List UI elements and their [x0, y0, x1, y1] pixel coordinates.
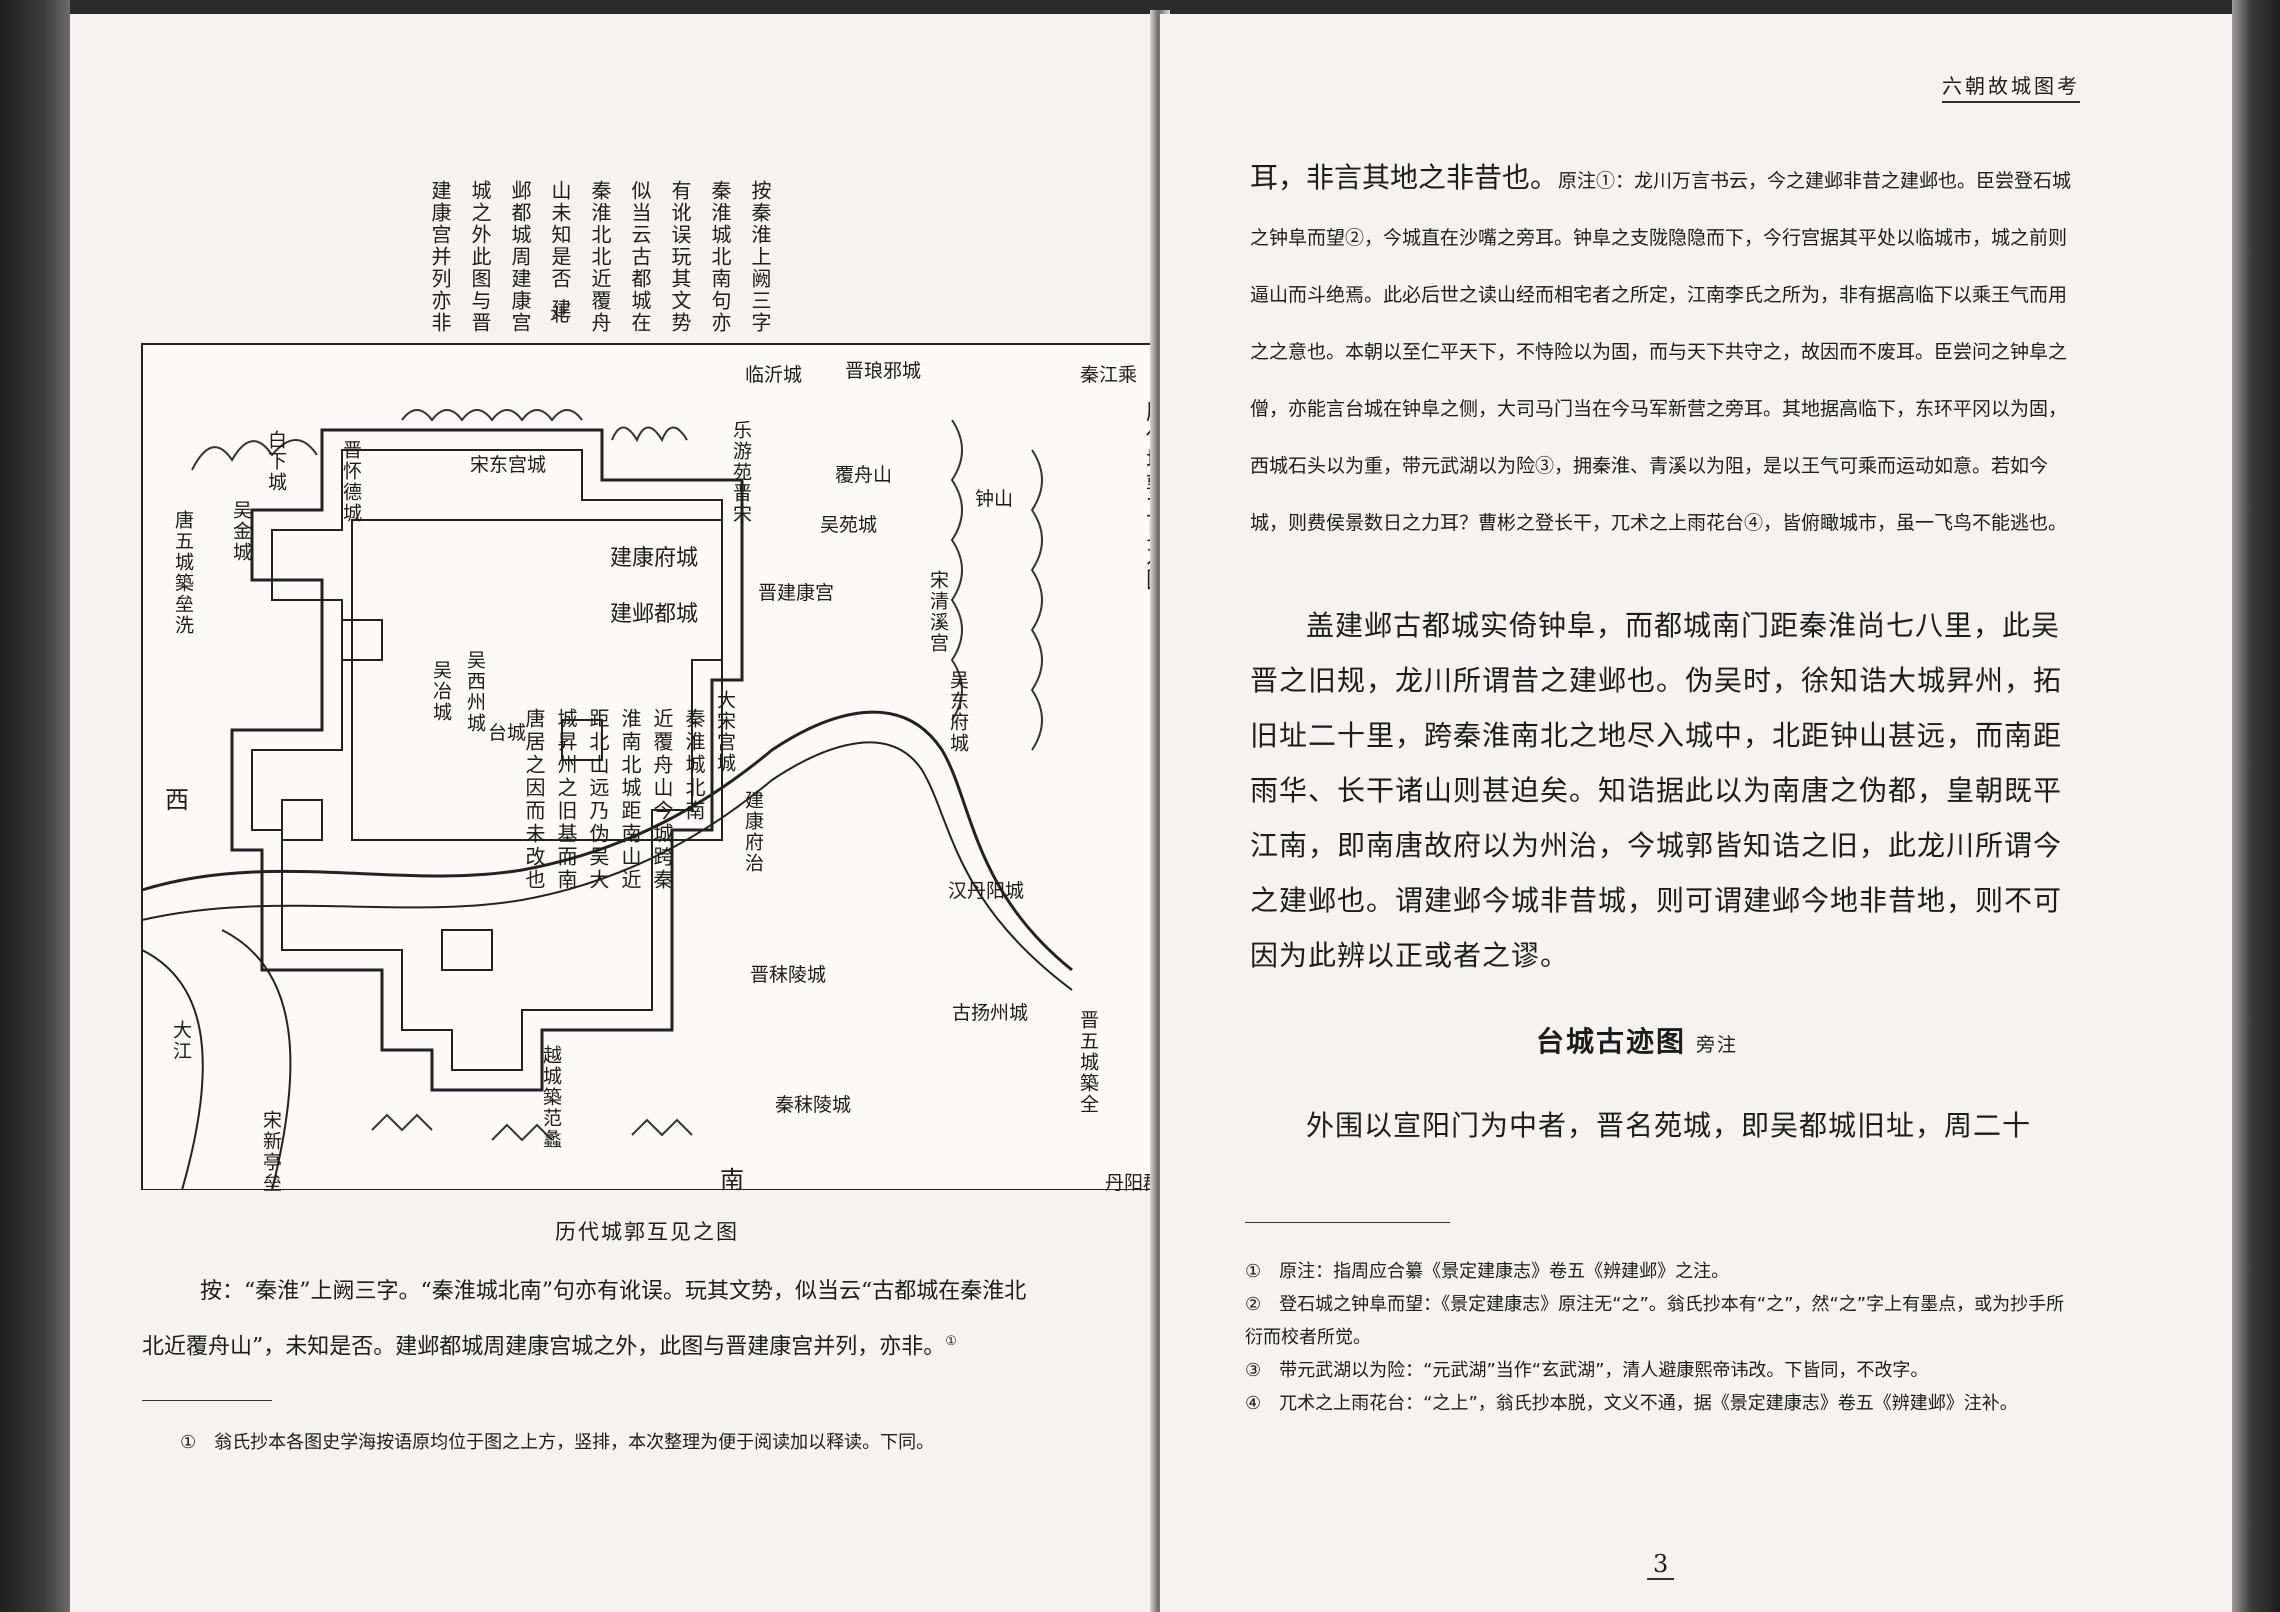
map-label-qin-moling: 秦秣陵城	[775, 1094, 852, 1116]
map-label-wu-xizhou: 吴西州城	[464, 650, 486, 734]
map-note-col: 秦淮城北南句亦	[708, 180, 732, 334]
map-label-linyi: 临沂城	[745, 364, 803, 386]
map-center-col: 秦淮城北南	[682, 708, 706, 823]
map-label-jin-huaide: 晋怀德城	[340, 440, 362, 524]
map-label-jin-jiankang-gong: 晋建康宫	[758, 582, 835, 604]
map-label-jin-moling: 晋秣陵城	[750, 964, 827, 986]
map-label-da-jiang: 大江	[170, 1020, 192, 1062]
map-center-note: 秦淮城北南 近覆舟山今城跨秦 淮南北城距南山近 距北山远乃伪吴大 城昇州之旧基而…	[520, 700, 710, 910]
paragraph-1-lead: 耳，非言其地之非昔也。	[1250, 161, 1559, 194]
map-center-col: 淮南北城距南山近	[618, 708, 642, 892]
right-scan-edge	[2232, 0, 2280, 1612]
map-label-yue-cheng: 越城築范蠡	[540, 1045, 562, 1150]
left-scan-edge	[0, 0, 70, 1612]
map-note-col: 建康宫并列亦非	[428, 180, 452, 334]
left-note-line-2: 北近覆舟山”，未知是否。建邺都城周建康宫城之外，此图与晋建康宫并列，亦非。①	[142, 1320, 1182, 1369]
map-label-song-qingxi: 宋清溪宫	[927, 570, 949, 654]
map-label-jiankang-fuzhi: 建康府治	[742, 790, 764, 874]
map-label-jin-five: 晋五城築全	[1077, 1010, 1099, 1115]
left-note-sup: ①	[945, 1334, 957, 1349]
map-label-song-donggong: 宋东宫城	[470, 454, 547, 476]
map-center-col: 城昇州之旧基而南	[554, 708, 578, 892]
map-label-han-danyang: 汉丹阳城	[948, 880, 1025, 902]
map-label-wu-ye: 吴冶城	[430, 660, 452, 723]
map-label-jianye-du: 建邺都城	[610, 602, 699, 627]
page-number: 3	[1647, 1550, 1675, 1580]
paragraph-1: 耳，非言其地之非昔也。原注①：龙川万言书云，今之建邺非昔之建邺也。臣尝登石城之钟…	[1250, 150, 2080, 552]
map-label-jiankang-fu: 建康府城	[610, 546, 699, 571]
section-subtitle: 旁注	[1696, 1034, 1739, 1056]
paragraph-3: 外围以宣阳门为中者，晋名苑城，即吴都城旧址，周二十	[1306, 1109, 2032, 1142]
map-note-col: 城之外此图与晋	[468, 180, 492, 334]
map-note-col: 秦淮北北近覆舟	[588, 180, 612, 334]
map-note-col: 似当云古都城在	[628, 180, 652, 334]
section-title: 台城古迹图旁注	[1536, 1020, 1738, 1060]
map-label-jin-langya: 晋琅邪城	[845, 360, 922, 382]
map-label-tai-cheng: 台城	[488, 722, 527, 744]
map-label-wu-dongfu: 吴东府城	[947, 670, 969, 754]
left-footnote: ① 翁氏抄本各图史学海按语原均位于图之上方，竖排，本次整理为便于阅读加以释读。下…	[180, 1432, 935, 1453]
map-label-dasong-gong: 大宋宫城	[714, 690, 736, 774]
map-note-col: 邺都城周建康宫	[508, 180, 532, 334]
paragraph-1-annotation: 原注①：龙川万言书云，今之建邺非昔之建邺也。臣尝登石城之钟阜而望②，今城直在沙嘴…	[1250, 170, 2072, 534]
map-label-baixia: 白下城	[265, 430, 287, 493]
map-center-col: 唐居之因而未改也	[522, 708, 546, 892]
historical-city-map	[141, 343, 1153, 1190]
map-label-zhong-shan: 钟山	[975, 488, 1014, 510]
map-label-wujin: 吴金城	[230, 500, 252, 563]
paragraph-2: 盖建邺古都城实倚钟阜，而都城南门距秦淮尚七八里，此吴晋之旧规，龙川所谓昔之建邺也…	[1250, 609, 2063, 972]
map-top-notes: 按秦淮上阙三字 秦淮城北南句亦 有讹误玩其文势 似当云古都城在 秦淮北北近覆舟 …	[400, 180, 780, 340]
map-label-song-xinting: 宋新亭垒	[260, 1110, 282, 1194]
footnote-1: ① 原注：指周应合纂《景定建康志》卷五《辨建邺》之注。	[1245, 1261, 1730, 1282]
running-head: 六朝故城图考	[1942, 70, 2080, 103]
right-page	[1160, 14, 2232, 1612]
map-caption: 历代城郭互见之图	[555, 1220, 739, 1244]
map-note-col: 有讹误玩其文势	[668, 180, 692, 334]
map-label-tang-five: 唐五城築垒洗	[172, 510, 194, 636]
map-label-west: 西	[165, 786, 189, 814]
left-footnote-rule	[142, 1400, 272, 1401]
section-title-text: 台城古迹图	[1536, 1025, 1687, 1058]
footnote-2: ② 登石城之钟阜而望：《景定建康志》原注无“之”。翁氏抄本有“之”，然“之”字上…	[1245, 1294, 2065, 1348]
left-note-line-2-text: 北近覆舟山”，未知是否。建邺都城周建康宫城之外，此图与晋建康宫并列，亦非。	[142, 1334, 946, 1360]
map-center-col: 近覆舟山今城跨秦	[650, 708, 674, 892]
map-note-col: 按秦淮上阙三字	[748, 180, 772, 334]
map-label-north: 北	[550, 304, 570, 326]
right-footnotes: ① 原注：指周应合纂《景定建康志》卷五《辨建邺》之注。 ② 登石城之钟阜而望：《…	[1245, 1255, 2075, 1420]
map-label-guyang-zhou: 古扬州城	[952, 1002, 1029, 1024]
left-note-line-1: 按：“秦淮”上阙三字。“秦淮城北南”句亦有讹误。玩其文势，似当云“古都城在秦淮北	[200, 1279, 1027, 1304]
right-footnote-rule	[1245, 1222, 1450, 1223]
footnote-3: ③ 带元武湖以为险：“元武湖”当作“玄武湖”，清人避康熙帝讳改。下皆同，不改字。	[1245, 1360, 1929, 1381]
map-center-col: 距北山远乃伪吴大	[586, 708, 610, 892]
map-label-south: 南	[720, 1166, 744, 1194]
footnote-4: ④ 兀术之上雨花台：“之上”，翁氏抄本脱，文义不通，据《景定建康志》卷五《辨建邺…	[1245, 1393, 2018, 1414]
map-label-wuyuan: 吴苑城	[820, 514, 878, 536]
map-label-fuzhou-shan: 覆舟山	[835, 464, 893, 486]
map-label-le-you-yuan: 乐游苑晋宋	[730, 420, 752, 525]
map-label-qinjiang: 秦江乘	[1080, 364, 1138, 386]
map-note-col: 山未知是否 建	[548, 180, 572, 321]
